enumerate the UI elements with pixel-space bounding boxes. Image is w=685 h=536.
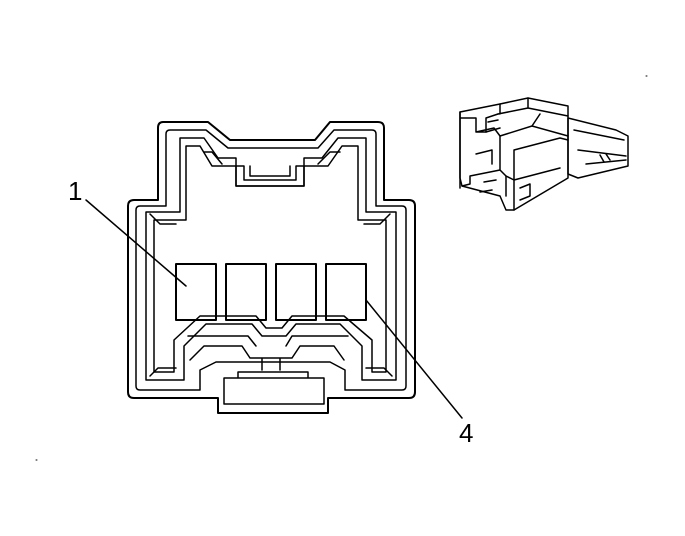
side-chamfers: [149, 213, 393, 377]
connector-isometric-view: [459, 97, 629, 211]
stray-marks: [35, 75, 648, 461]
terminal-cavity-3: [275, 263, 317, 321]
iso-front-block: [459, 111, 507, 197]
callout-label-1: 1: [68, 176, 82, 206]
top-latch: [235, 165, 305, 187]
iso-right-block: [485, 97, 569, 211]
terminal-cavity-2: [225, 263, 267, 321]
connector-shell-inner-line: [135, 129, 407, 391]
callout-label-4: 4: [459, 418, 473, 448]
terminal-cavity-1: [175, 263, 217, 321]
iso-body: [567, 117, 629, 179]
connector-cavity-inner: [153, 145, 387, 373]
bottom-ribs: [187, 335, 349, 371]
terminal-cavity-4: [325, 263, 367, 321]
leader-line-1: [85, 199, 187, 287]
iso-slots: [479, 119, 531, 201]
connector-outer-shell: [127, 121, 416, 414]
bottom-lock-tab: [223, 371, 325, 405]
leader-line-4: [365, 299, 463, 419]
connector-face: [127, 121, 416, 414]
terminal-cavities: [175, 263, 367, 321]
top-shoulders: [203, 151, 341, 165]
callouts: 1 4: [68, 176, 473, 448]
